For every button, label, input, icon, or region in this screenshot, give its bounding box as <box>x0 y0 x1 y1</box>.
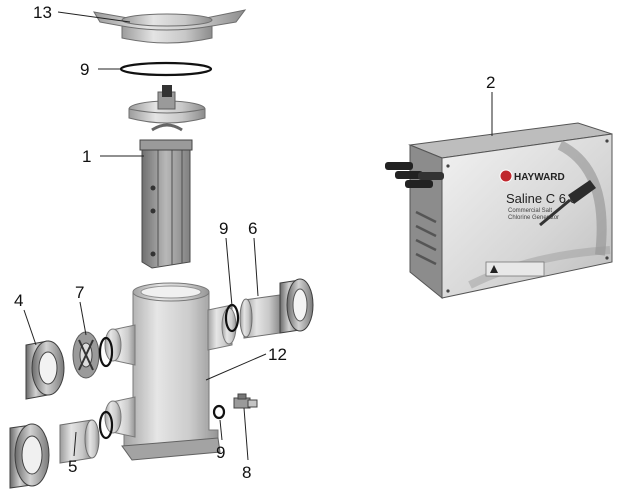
callout-1: 1 <box>82 147 91 166</box>
cable-glands <box>385 162 444 188</box>
part-12-housing <box>104 282 237 461</box>
vent-slots <box>415 210 437 266</box>
model-subtitle-line2: Chlorine Generator <box>508 215 559 221</box>
callout-4: 4 <box>14 291 23 310</box>
leader-lines <box>23 11 493 461</box>
warning-label <box>485 261 545 277</box>
leader-7 <box>79 301 87 336</box>
callout-9-mid: 9 <box>219 219 228 238</box>
leader-13 <box>57 11 131 23</box>
callout-labels: 13 9 1 2 4 7 9 6 12 5 9 8 <box>14 3 495 482</box>
callout-8: 8 <box>242 463 251 482</box>
hayward-logo: HAYWARD <box>499 169 565 183</box>
callout-5: 5 <box>68 457 77 476</box>
part-5-union-lower <box>9 419 100 489</box>
part-4-union-nut <box>25 340 65 400</box>
model-subtitle-line1: Commercial Salt <box>508 208 552 214</box>
leader-6 <box>253 237 259 297</box>
model-name: Saline C 6.0 <box>506 191 577 206</box>
part-9-bottom-oring <box>212 404 226 420</box>
leader-4 <box>23 309 37 346</box>
leader-9-mid <box>225 237 233 307</box>
callout-2: 2 <box>486 73 495 92</box>
callout-9-bottom: 9 <box>216 443 225 462</box>
callout-7: 7 <box>75 283 84 302</box>
part-o-ring-left-upper <box>98 336 114 368</box>
part-1-electrode-cell <box>128 85 206 269</box>
callout-13: 13 <box>33 3 52 22</box>
part-2-control-box: HAYWARD Saline C 6.0 Commercial Salt Chl… <box>385 122 613 300</box>
callout-6: 6 <box>248 219 257 238</box>
callout-12: 12 <box>268 345 287 364</box>
brand-name: HAYWARD <box>514 172 565 183</box>
part-9-top-oring <box>119 61 213 77</box>
leader-8 <box>243 407 249 461</box>
leader-5 <box>73 431 77 457</box>
leader-12 <box>205 353 267 381</box>
part-13-cap <box>93 9 247 44</box>
part-o-ring-left-lower <box>98 410 114 440</box>
callout-9-top: 9 <box>80 60 89 79</box>
part-7-adapter <box>72 331 100 379</box>
leader-9-bottom <box>219 419 223 441</box>
part-8-plug <box>233 393 258 409</box>
part-6-union-right <box>239 278 314 339</box>
